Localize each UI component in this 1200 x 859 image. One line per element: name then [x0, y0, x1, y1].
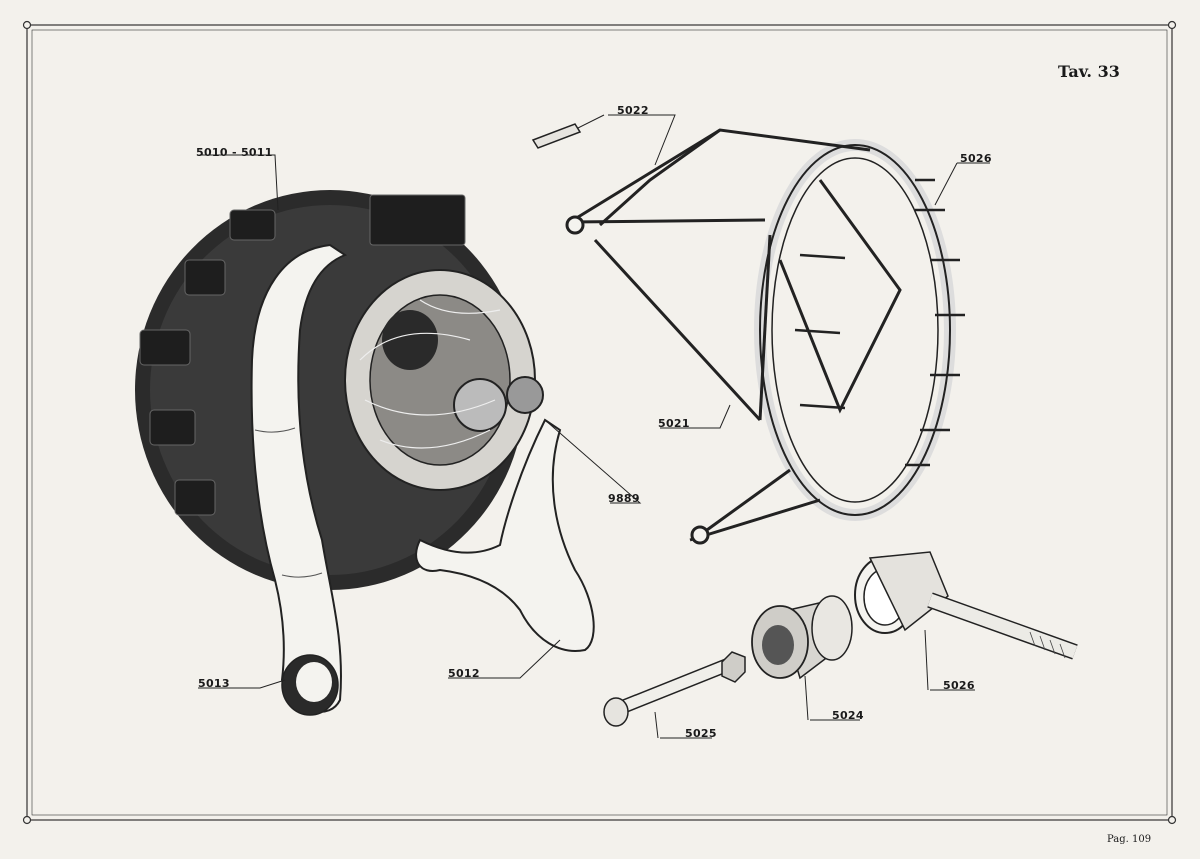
callout-label-mount-arm: 5026 [943, 679, 975, 692]
radial-engine-drawing [135, 190, 595, 716]
callout-label-bushing: 5024 [832, 709, 864, 722]
callout-label-exhaust-right: 5012 [448, 667, 480, 680]
plate-title: Tav. 33 [1058, 62, 1120, 81]
callout-label-bolt-ring: 5026 [960, 152, 992, 165]
plate-border [22, 20, 1177, 825]
callout-label-pin: 5022 [617, 104, 649, 117]
bolt-drawing [603, 651, 746, 727]
callout-label-engine: 5010 - 5011 [196, 146, 273, 159]
bushing-drawing [751, 595, 853, 680]
mount-arm-drawing [854, 551, 1078, 660]
callout-label-magneto: 9889 [608, 492, 640, 505]
leader-lines [198, 114, 990, 739]
pin-drawing [531, 123, 582, 149]
callout-label-exhaust-left: 5013 [198, 677, 230, 690]
mount-frame-drawing [565, 128, 965, 545]
callout-label-bolt: 5025 [685, 727, 717, 740]
page-number: Pag. 109 [1107, 834, 1152, 845]
callout-label-frame: 5021 [658, 417, 690, 430]
